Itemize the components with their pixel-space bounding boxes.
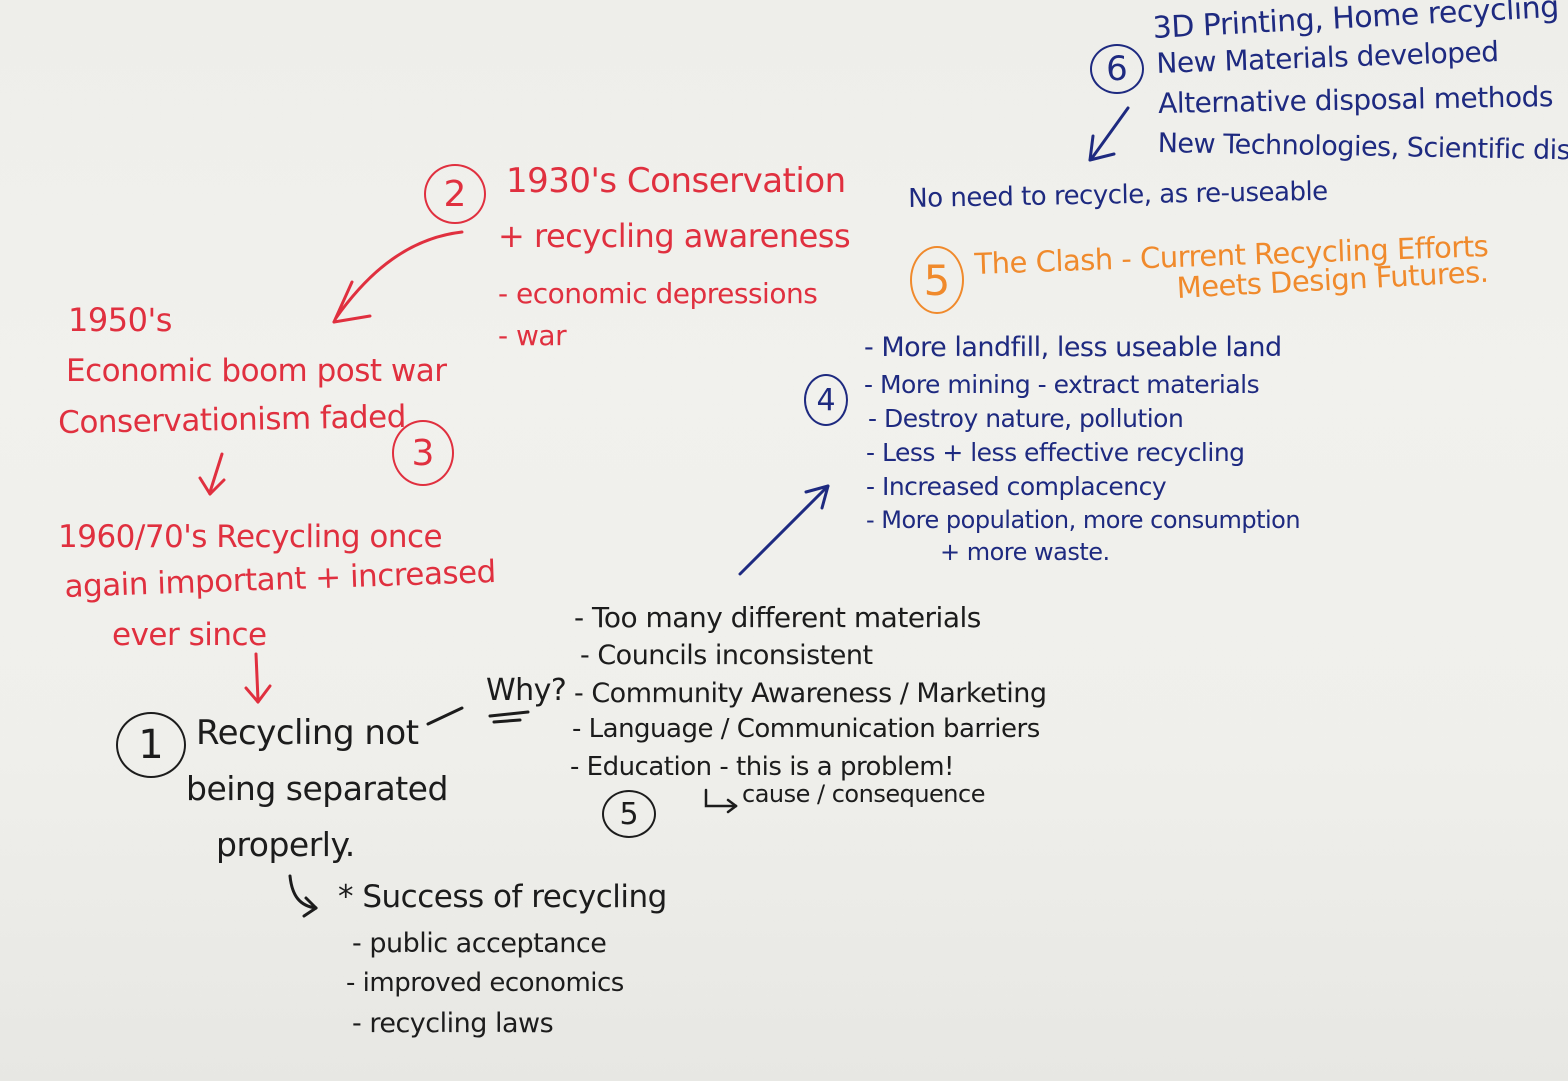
section-6-number: 6: [1106, 49, 1128, 89]
section-4-bullet-3: - Destroy nature, pollution: [868, 404, 1184, 433]
arrow-1930s-to-1950s: [332, 230, 464, 324]
section-4-bullet-5: - Increased complacency: [866, 472, 1167, 501]
era-1960s-line-3: ever since: [112, 617, 267, 653]
section-4-bullet-2: - More mining - extract materials: [864, 370, 1260, 399]
era-1950s-year: 1950's: [68, 301, 172, 339]
section-1-number: 1: [138, 722, 164, 768]
section-2-bullet-2: - war: [498, 319, 567, 352]
section-2-number: 2: [443, 173, 467, 215]
section-1-line-2: being separated: [186, 769, 448, 808]
section-4-number-circle: 4: [804, 374, 848, 426]
era-1950s-line-2: Conservationism faded: [57, 398, 407, 441]
why-reason-5: - Education - this is a problem!: [570, 752, 954, 782]
why-reason-3: - Community Awareness / Marketing: [574, 678, 1047, 709]
arrow-1960s-to-section1: [244, 652, 272, 704]
success-bullet-2: - improved economics: [346, 968, 624, 998]
why-label: Why?: [486, 673, 567, 708]
section-1-line-1: Recycling not: [196, 713, 419, 753]
section-6-conclusion: No need to recycle, as re-useable: [907, 176, 1328, 214]
connector-section1-to-why: [426, 706, 530, 726]
arrow-1950s-to-1960s: [198, 452, 226, 496]
clash-number-circle: 5: [910, 246, 964, 314]
why-reason-1: - Too many different materials: [574, 601, 981, 634]
section-4-bullet-7: + more waste.: [940, 538, 1110, 566]
arrow-education-to-cause: [704, 788, 738, 814]
success-bullet-1: - public acceptance: [352, 928, 607, 959]
section-2-title-line-1: 1930's Conservation: [506, 161, 846, 201]
section-4-number: 4: [816, 382, 836, 418]
success-title: * Success of recycling: [338, 879, 667, 915]
arrow-section1-to-success: [288, 874, 318, 918]
section-1-number-circle: 1: [116, 712, 186, 778]
section-4-bullet-1: - More landfill, less useable land: [864, 332, 1282, 363]
why-number: 5: [619, 796, 639, 832]
why-reason-4: - Language / Communication barriers: [572, 714, 1040, 744]
why-cause-note: cause / consequence: [742, 780, 985, 808]
clash-number: 5: [923, 255, 951, 305]
section-2-bullet-1: - economic depressions: [498, 277, 818, 310]
section-6-line-3: Alternative disposal methods: [1157, 80, 1554, 120]
section-2-number-circle: 2: [424, 164, 486, 224]
section-6-number-circle: 6: [1090, 44, 1144, 94]
section-2-title-line-2: + recycling awareness: [498, 217, 851, 255]
section-3-number-circle: 3: [392, 420, 454, 486]
why-reason-2: - Councils inconsistent: [580, 640, 873, 671]
success-bullet-3: - recycling laws: [352, 1008, 554, 1039]
section-1-line-3: properly.: [216, 825, 355, 864]
section-3-number: 3: [411, 432, 435, 474]
section-4-bullet-6: - More population, more consumption: [866, 506, 1301, 534]
arrow-why-to-section4: [738, 484, 830, 576]
why-number-circle: 5: [602, 790, 656, 838]
era-1950s-line-1: Economic boom post war: [66, 353, 447, 389]
era-1960s-line-1: 1960/70's Recycling once: [58, 519, 443, 555]
section-4-bullet-4: - Less + less effective recycling: [866, 438, 1245, 467]
arrow-6-to-conclusion: [1088, 106, 1130, 162]
